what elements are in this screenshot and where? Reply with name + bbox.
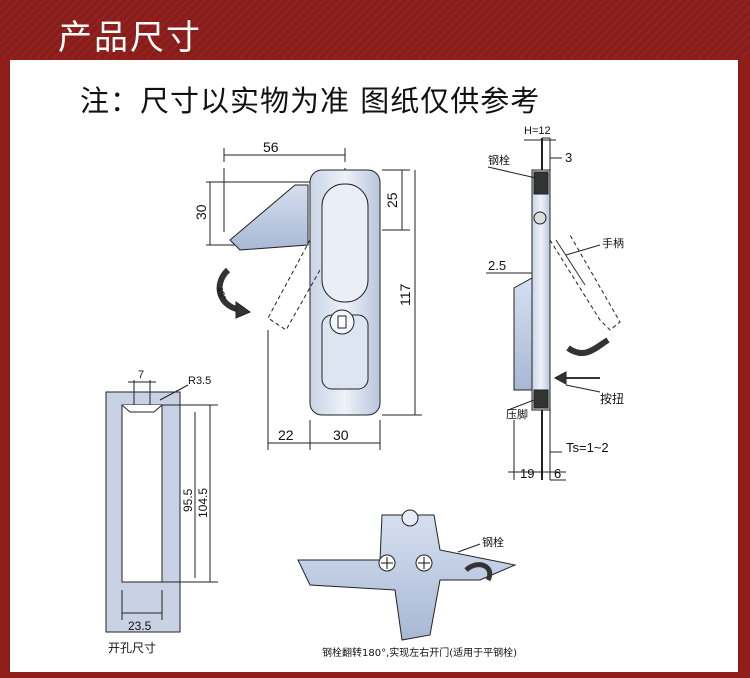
- technical-drawing: 56 30 25 117 22 30 45°: [105, 125, 624, 659]
- rotation-label: 45°: [214, 285, 228, 302]
- handle-recess: [321, 183, 369, 303]
- dim-h12: H=12: [524, 125, 551, 137]
- dim-6: 6: [554, 466, 561, 481]
- side-view: [486, 137, 621, 481]
- label-bolt-side: 钢栓: [488, 153, 510, 167]
- label-clamp: 压脚: [506, 407, 528, 421]
- ghost-lever: [267, 239, 321, 331]
- drawing-panel: 注：尺寸以实物为准 图纸仅供参考: [10, 60, 738, 672]
- dim-7: 7: [138, 369, 144, 381]
- dim-25: 25: [384, 192, 400, 208]
- side-rotation-arrow: [566, 337, 610, 356]
- bolt-rotation-view: [297, 509, 517, 641]
- dim-3: 3: [565, 150, 572, 165]
- handle-lever: [229, 184, 309, 251]
- header-title: 产品尺寸: [58, 18, 202, 58]
- dim-22: 22: [278, 427, 294, 443]
- dim-56: 56: [263, 139, 279, 155]
- header-bar: 产品尺寸: [0, 0, 750, 58]
- dim-30-bottom: 30: [333, 427, 349, 443]
- dim-30-vertical: 30: [193, 204, 209, 220]
- dim-117: 117: [397, 283, 413, 306]
- bolt-rotation-caption: 钢栓翻转180°,实现左右开门(适用于平钢栓): [322, 646, 517, 659]
- dim-2-5: 2.5: [488, 258, 506, 273]
- cutout-caption: 开孔尺寸: [108, 641, 156, 655]
- dim-19: 19: [520, 466, 534, 481]
- dim-23-5: 23.5: [128, 619, 152, 633]
- dim-104-5: 104.5: [196, 488, 210, 518]
- label-button: 按扭: [600, 392, 624, 406]
- dim-ts: Ts=1~2: [566, 440, 609, 455]
- dim-r3-5: R3.5: [188, 375, 211, 387]
- disclaimer-note: 注：尺寸以实物为准 图纸仅供参考: [80, 84, 541, 118]
- front-view: [206, 148, 422, 450]
- dim-95-5: 95.5: [181, 488, 195, 512]
- cutout-view: [105, 380, 218, 633]
- label-bolt-bottom: 钢栓: [482, 535, 504, 549]
- label-handle: 手柄: [602, 236, 624, 250]
